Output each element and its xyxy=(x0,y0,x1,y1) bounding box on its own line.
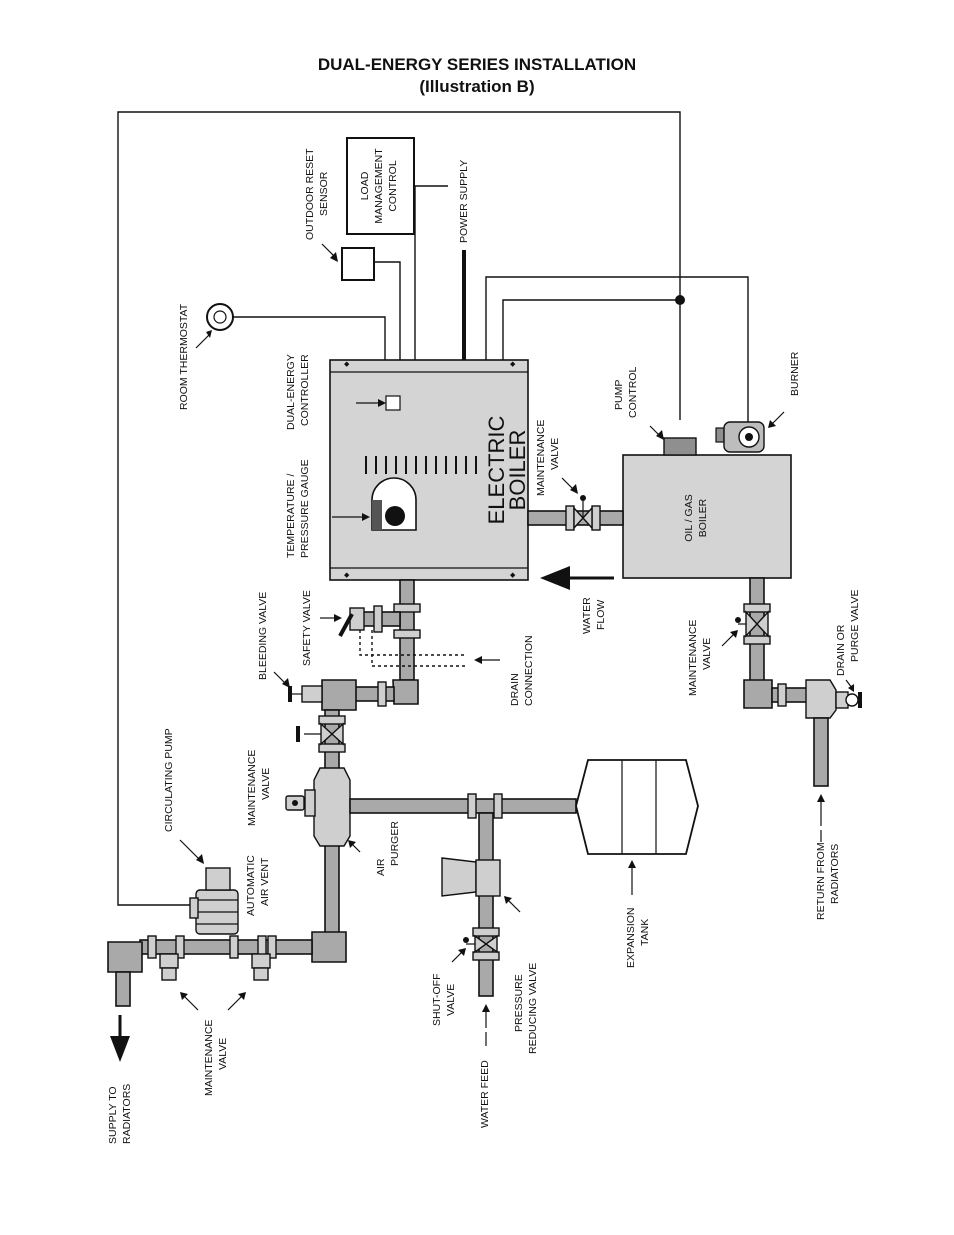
dual-energy-controller-icon xyxy=(385,395,401,411)
svg-text:◆: ◆ xyxy=(344,361,350,368)
safety-valve-label: SAFETY VALVE xyxy=(301,590,313,666)
automatic-air-vent-label-2: AIR VENT xyxy=(259,857,271,906)
safety-valve-icon xyxy=(338,607,365,637)
bottom-supply-piping xyxy=(107,839,347,1062)
inter-boiler-pipe xyxy=(527,477,624,531)
svg-text:◆: ◆ xyxy=(510,572,516,579)
return-from-radiators-label-2: RADIATORS xyxy=(829,844,841,904)
expansion-tank-label-2: TANK xyxy=(639,919,651,946)
supply-column xyxy=(285,709,361,951)
load-management-label-2: MANAGEMENT xyxy=(373,148,385,224)
return-from-radiators-label-1: RETURN FROM xyxy=(815,842,827,920)
bleeding-valve-label: BLEEDING VALVE xyxy=(257,592,269,680)
electric-boiler: ◆ ◆ ◆ ◆ ELECTRIC BOILER xyxy=(329,359,530,581)
drain-purge-valve-label-1: DRAIN OR xyxy=(835,624,847,676)
room-thermostat-icon xyxy=(195,303,234,349)
expansion-tank-line xyxy=(349,759,699,895)
water-feed-line xyxy=(441,812,521,1028)
oil-gas-boiler-label-2: BOILER xyxy=(697,498,709,537)
dual-energy-controller-label-2: CONTROLLER xyxy=(299,354,311,426)
electric-boiler-label-2: BOILER xyxy=(505,430,530,511)
burner-label: BURNER xyxy=(789,351,801,396)
circulating-pump-label: CIRCULATING PUMP xyxy=(163,728,175,832)
pressure-reducing-valve-label-1: PRESSURE xyxy=(513,974,525,1032)
boiler-vents xyxy=(365,456,477,474)
supply-to-radiators-label-2: RADIATORS xyxy=(121,1084,133,1144)
drain-connection-label-1: DRAIN xyxy=(509,673,521,706)
maintenance-valve-bottom-label-2: VALVE xyxy=(217,1038,229,1070)
maintenance-valve-left-label-1: MAINTENANCE xyxy=(246,750,258,826)
temperature-pressure-gauge-icon xyxy=(371,477,417,531)
drain-connection-label-2: CONNECTION xyxy=(523,635,535,706)
outdoor-reset-sensor-label-1: OUTDOOR RESET xyxy=(304,148,316,240)
page-title: DUAL-ENERGY SERIES INSTALLATION (Illustr… xyxy=(0,54,954,98)
maintenance-valve-top-label-2: VALVE xyxy=(549,438,561,470)
power-supply-label: POWER SUPPLY xyxy=(458,160,470,243)
title-line-2: (Illustration B) xyxy=(419,77,535,96)
load-management-control xyxy=(346,137,415,235)
water-flow-arrow xyxy=(540,566,614,590)
drain-purge-valve-label-2: PURGE VALVE xyxy=(849,589,861,662)
air-purger-label-1: AIR xyxy=(375,858,387,876)
temp-pressure-gauge-label-1: TEMPERATURE / xyxy=(285,474,297,558)
circulating-pump-icon xyxy=(189,867,239,935)
load-management-label-3: CONTROL xyxy=(387,160,399,211)
temp-pressure-gauge-label-2: PRESSURE GAUGE xyxy=(299,459,311,558)
oil-gas-boiler: OIL / GAS BOILER xyxy=(622,411,792,579)
pressure-reducing-valve-label-2: REDUCING VALVE xyxy=(527,963,539,1054)
dual-energy-controller-label-1: DUAL-ENERGY xyxy=(285,354,297,430)
control-wiring xyxy=(117,111,749,906)
pump-control-icon xyxy=(663,437,697,456)
pump-control-label-2: CONTROL xyxy=(627,367,639,418)
automatic-air-vent-label-1: AUTOMATIC xyxy=(245,855,257,916)
water-flow-label-2: FLOW xyxy=(595,600,607,630)
load-management-label-1: LOAD xyxy=(359,171,371,200)
maintenance-valve-right-label-1: MAINTENANCE xyxy=(687,620,699,696)
oil-boiler-return-piping xyxy=(721,577,862,826)
outdoor-reset-sensor xyxy=(321,243,375,281)
svg-text:◆: ◆ xyxy=(510,361,516,368)
maintenance-valve-left-label-2: VALVE xyxy=(260,768,272,800)
automatic-air-vent-icon xyxy=(285,795,305,811)
shut-off-valve-label-2: VALVE xyxy=(445,984,457,1016)
maintenance-valve-right-label-2: VALVE xyxy=(701,638,713,670)
pump-control-label-1: PUMP xyxy=(613,380,625,410)
burner-icon xyxy=(715,421,765,453)
pressure-reducing-valve-icon xyxy=(441,857,501,897)
expansion-tank-label-1: EXPANSION xyxy=(625,908,637,969)
shut-off-valve-label-1: SHUT-OFF xyxy=(431,974,443,1027)
room-thermostat-label: ROOM THERMOSTAT xyxy=(178,303,190,410)
svg-text:◆: ◆ xyxy=(344,572,350,579)
diagram-labels: LOAD MANAGEMENT CONTROL OUTDOOR RESET SE… xyxy=(107,148,861,1144)
supply-to-radiators-label-1: SUPPLY TO xyxy=(107,1086,119,1144)
boiler-outlet-piping xyxy=(273,579,500,711)
water-flow-label-1: WATER xyxy=(581,597,593,634)
air-purger-label-2: PURGER xyxy=(389,821,401,866)
air-purger-icon xyxy=(304,767,351,847)
bleeding-valve-icon xyxy=(288,685,323,703)
outdoor-reset-sensor-label-2: SENSOR xyxy=(318,171,330,216)
maintenance-valve-top-label-1: MAINTENANCE xyxy=(535,420,547,496)
drain-dotted-lines xyxy=(359,630,466,667)
water-feed-label: WATER FEED xyxy=(479,1060,491,1128)
oil-gas-boiler-label-1: OIL / GAS xyxy=(683,494,695,541)
maintenance-valve-bottom-label-1: MAINTENANCE xyxy=(203,1020,215,1096)
drain-purge-valve-icon xyxy=(835,691,862,709)
electric-boiler-label-1: ELECTRIC xyxy=(484,415,509,524)
expansion-tank-icon xyxy=(575,759,699,855)
title-line-1: DUAL-ENERGY SERIES INSTALLATION xyxy=(317,55,637,74)
